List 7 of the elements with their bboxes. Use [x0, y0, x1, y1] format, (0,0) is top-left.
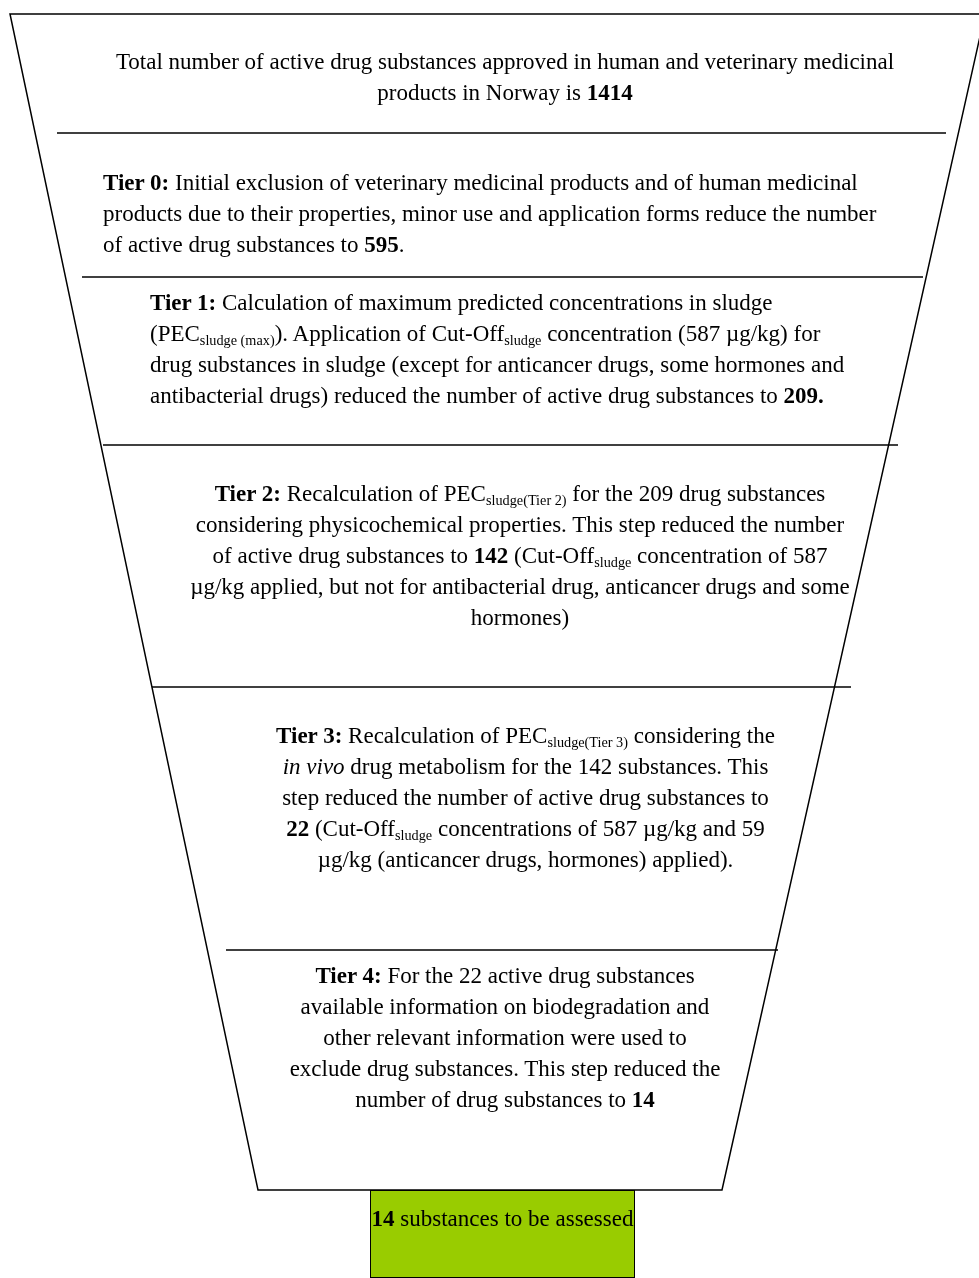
tier-description: Tier 2: Recalculation of PEC$_{sludge(Tier 2)}$ for the 209 drug substances considering physicochemical properties. This step reduced the number of active drug substances to 142 (Cut-Off$_{sludge}$ concentration of 587 µg/kg applied, but not for antibacterial drug, anticancer drugs and some hormones)	[190, 478, 850, 633]
result-box: 14 substances to be assessed	[370, 1190, 635, 1278]
tier-description: Total number of active drug substances approved in human and veterinary medicinal products in Norway is 1414	[100, 46, 910, 108]
tier-description: Tier 1: Calculation of maximum predicted concentrations in sludge (PEC$_{sludge (max)}$). Application of Cut-Off$_{sludge}$ concentration (587 µg/kg) for drug substances in sludge (except for anticancer drugs, some hormones and antibacterial drugs) reduced the number of active drug substances to 209.	[150, 287, 850, 411]
tier-description: Tier 4: For the 22 active drug substances available information on biodegradation and other relevant information were used to exclude drug substances. This step reduced the number of drug substances to 14	[285, 960, 725, 1115]
tier-description: Tier 3: Recalculation of PEC$_{sludge(Tier 3)}$ considering the in vivo drug metabolism for the 142 substances. This step reduced the number of active drug substances to 22 (Cut-Off$_{sludge}$ concentrations of 587 µg/kg and 59 µg/kg (anticancer drugs, hormones) applied).	[268, 720, 783, 875]
tier-description: Tier 0: Initial exclusion of veterinary medicinal products and of human medicinal products due to their properties, minor use and application forms reduce the number of active drug substances to 595.	[103, 167, 878, 260]
